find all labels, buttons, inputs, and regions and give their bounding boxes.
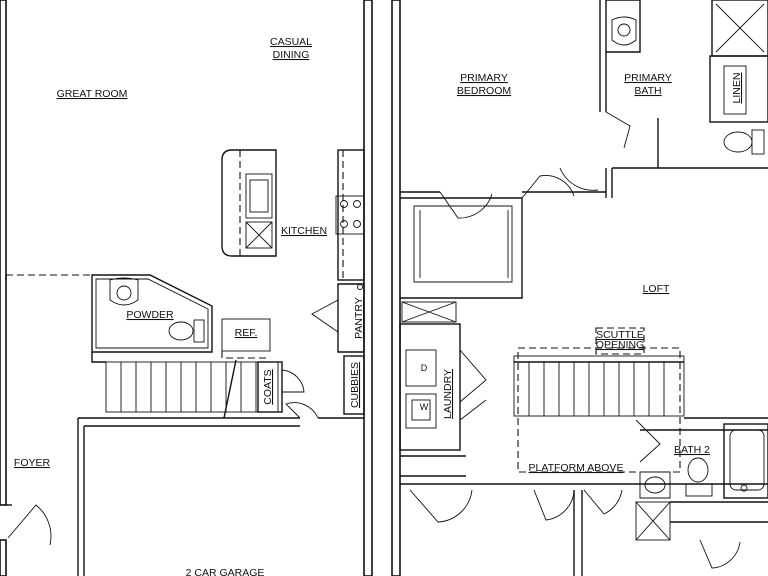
label-foyer: FOYER	[14, 457, 51, 469]
label-platform-above: PLATFORM ABOVE	[529, 462, 624, 474]
label-casual-dining-line1: CASUAL	[270, 36, 312, 48]
label-powder: POWDER	[126, 309, 174, 321]
label-coats: COATS	[262, 369, 274, 404]
laundry-room	[399, 323, 487, 451]
room-labels: GREAT ROOM CASUAL DINING KITCHEN POWDER …	[14, 36, 743, 576]
powder-sink	[109, 277, 139, 306]
label-great-room: GREAT ROOM	[57, 88, 128, 100]
second-floor-plan	[391, 0, 768, 576]
first-floor-stairs	[91, 352, 279, 419]
label-scuttle-line2: OPENING	[596, 339, 644, 351]
east-wall-first-floor	[363, 0, 373, 576]
kitchen-island	[221, 149, 277, 257]
label-pantry: PANTRY	[353, 297, 365, 339]
west-wall	[0, 0, 7, 506]
kitchen-counter	[335, 149, 365, 281]
primary-toilet	[723, 129, 765, 155]
label-garage: 2 CAR GARAGE	[186, 567, 265, 576]
label-washer: W	[420, 402, 429, 412]
label-primary-bedroom-line2: BEDROOM	[457, 85, 511, 97]
entry-door	[0, 504, 52, 576]
first-floor-plan	[0, 0, 373, 576]
label-dryer: D	[421, 363, 428, 373]
label-laundry: LAUNDRY	[442, 369, 454, 419]
label-scuttle-line1: SCUTTLE	[596, 329, 644, 341]
linen-closet	[709, 55, 768, 123]
label-loft: LOFT	[643, 283, 670, 295]
label-primary-bath-line2: BATH	[634, 85, 661, 97]
bedroom-door-2	[409, 489, 473, 523]
pantry	[311, 283, 365, 353]
label-bath-2: BATH 2	[674, 444, 710, 456]
label-casual-dining-line2: DINING	[273, 49, 310, 61]
hall-closet	[401, 301, 457, 323]
primary-bath-wall	[599, 0, 607, 112]
coats-closet	[257, 361, 305, 413]
primary-bath-vanity	[606, 0, 641, 53]
garage-door-swing	[285, 402, 319, 419]
label-linen: LINEN	[731, 73, 743, 104]
cubbies	[343, 355, 365, 415]
second-floor-stairs	[513, 327, 685, 473]
bedroom-closet	[400, 197, 523, 299]
refrigerator	[221, 318, 271, 359]
bedroom-door	[521, 175, 575, 199]
powder-toilet	[168, 319, 205, 343]
label-primary-bedroom-line1: PRIMARY	[460, 72, 508, 84]
powder-room-walls	[91, 274, 213, 353]
west-wall-second-floor	[391, 0, 401, 576]
bath-2	[635, 419, 768, 541]
primary-shower	[711, 0, 768, 57]
label-kitchen: KITCHEN	[281, 225, 327, 237]
label-primary-bath-line1: PRIMARY	[624, 72, 672, 84]
label-ref: REF.	[235, 327, 258, 339]
label-cubbies: CUBBIES	[349, 362, 361, 408]
